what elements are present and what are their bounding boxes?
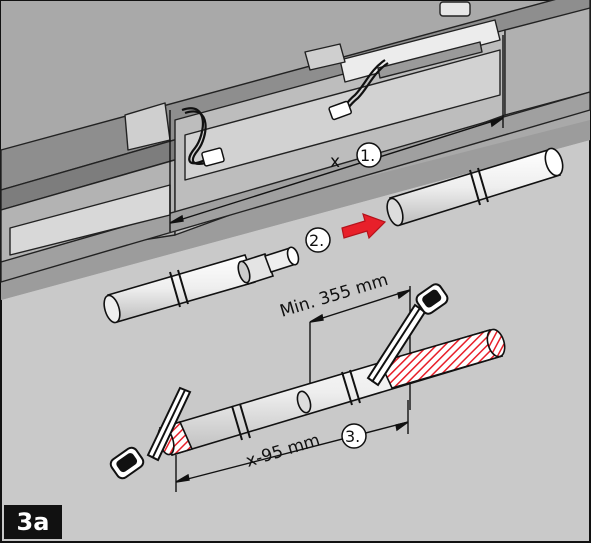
hacksaw-left xyxy=(109,386,192,480)
dimension-x-95 xyxy=(175,400,409,492)
label-x: x xyxy=(330,152,340,172)
step-1-label: 1. xyxy=(360,146,375,165)
step-3-circle xyxy=(341,423,367,449)
cable-left xyxy=(181,107,207,165)
figure-badge: 3a xyxy=(4,505,62,539)
connector-right xyxy=(328,100,352,121)
step-1-circle xyxy=(356,142,382,168)
wall-shadow-band xyxy=(1,120,590,300)
hacksaw-right xyxy=(366,283,449,387)
dimension-x xyxy=(169,35,504,232)
connector-left xyxy=(201,147,225,167)
step-3-label: 3. xyxy=(345,427,360,446)
step-2-label: 2. xyxy=(309,231,324,250)
step-2-circle xyxy=(305,227,331,253)
tube-middle-left xyxy=(103,246,300,324)
dimension-min-355 xyxy=(309,286,411,410)
arrow-step-2 xyxy=(341,213,387,240)
tube-upper-right xyxy=(386,147,564,227)
